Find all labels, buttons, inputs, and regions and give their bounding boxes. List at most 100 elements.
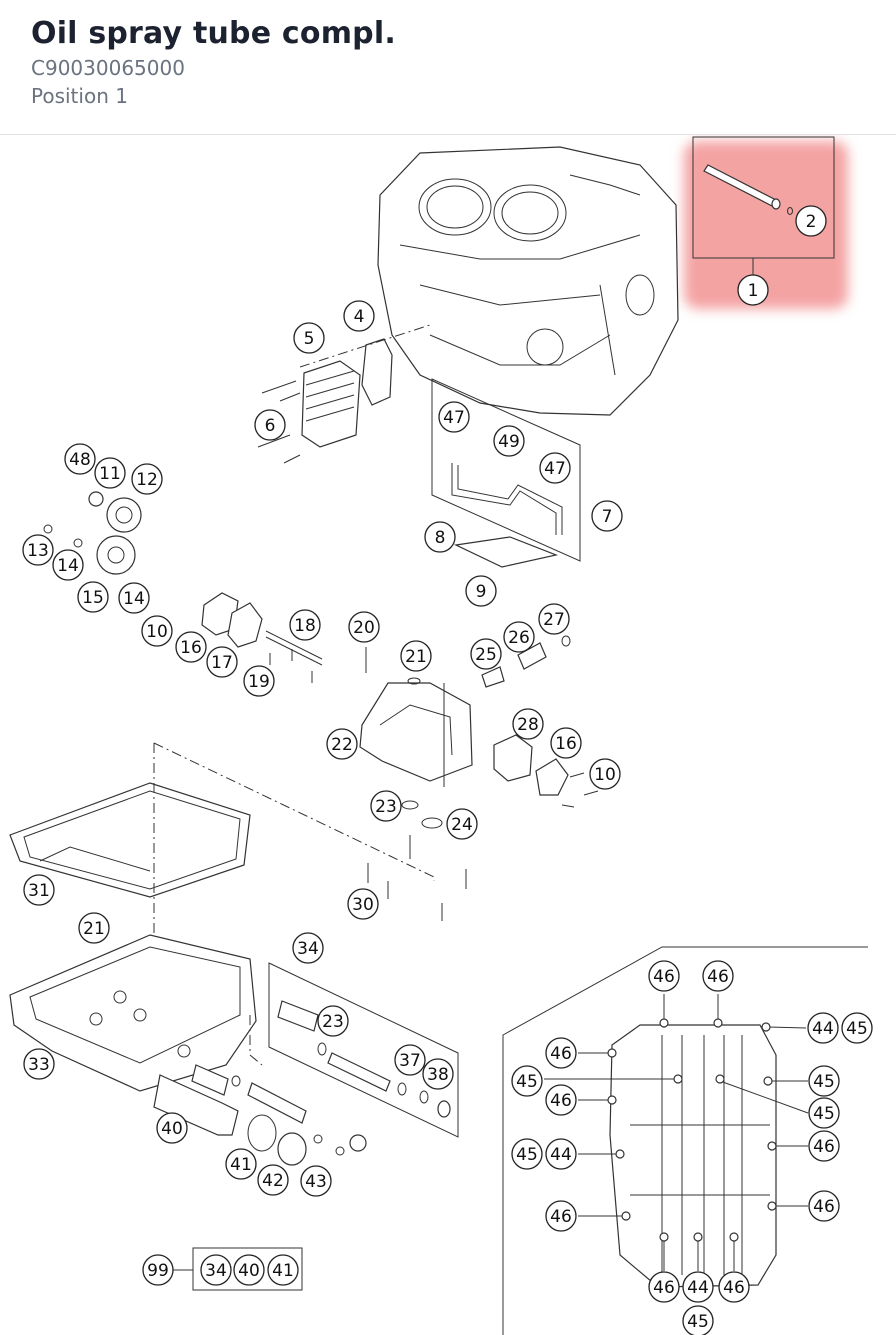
callout-c34[interactable]: 34 [292,932,324,964]
callout-c28[interactable]: 28 [512,708,544,740]
callout-label: 23 [322,1012,344,1032]
callout-d46d[interactable]: 46 [545,1084,577,1116]
callout-d44a[interactable]: 44 [807,1012,839,1044]
callout-c42[interactable]: 42 [257,1164,289,1196]
callout-d44b[interactable]: 44 [545,1138,577,1170]
position-highlight[interactable] [684,141,848,309]
callout-c26[interactable]: 26 [503,621,535,653]
callout-c25[interactable]: 25 [470,638,502,670]
callout-d46h[interactable]: 46 [648,1271,680,1303]
callout-c41[interactable]: 41 [225,1148,257,1180]
callout-c8[interactable]: 8 [424,521,456,553]
callout-c49[interactable]: 49 [493,425,525,457]
callout-c12[interactable]: 12 [131,463,163,495]
oil-spray-tube-group[interactable] [692,136,835,275]
callout-d46e[interactable]: 46 [808,1130,840,1162]
callout-label: 44 [687,1278,709,1298]
callout-c23b[interactable]: 23 [317,1005,349,1037]
callout-label: 20 [353,618,375,638]
callout-label: 45 [516,1145,538,1165]
callout-label: 38 [427,1065,449,1085]
callout-label: 26 [508,628,530,648]
oil-pump-gears-drawing [43,491,142,575]
callout-label: 17 [211,653,233,673]
oil-pump-drawing [201,592,323,683]
callout-c15[interactable]: 15 [77,581,109,613]
callout-c2[interactable]: 2 [795,205,827,237]
callout-c99[interactable]: 99 [142,1254,174,1286]
callout-circle [22,534,54,566]
callout-c21a[interactable]: 21 [400,640,432,672]
callout-c37[interactable]: 37 [394,1044,426,1076]
callout-d45d[interactable]: 45 [808,1097,840,1129]
callout-d46f[interactable]: 46 [545,1200,577,1232]
callout-c43[interactable]: 43 [300,1165,332,1197]
callout-c27[interactable]: 27 [538,603,570,635]
callout-c48[interactable]: 48 [64,443,96,475]
callout-c19[interactable]: 19 [243,665,275,697]
callout-label: 46 [653,1278,675,1298]
callout-c22[interactable]: 22 [326,728,358,760]
callout-c11[interactable]: 11 [94,457,126,489]
callout-c47b[interactable]: 47 [539,452,571,484]
callout-circle [422,1058,454,1090]
callout-c16a[interactable]: 16 [175,631,207,663]
callout-k34[interactable]: 34 [200,1254,232,1286]
callout-label: 30 [352,895,374,915]
callout-circle [200,1254,232,1286]
callout-c18[interactable]: 18 [289,609,321,641]
callout-c30[interactable]: 30 [347,888,379,920]
callout-d45a[interactable]: 45 [841,1012,873,1044]
callout-circle [841,1012,873,1044]
callout-c33[interactable]: 33 [23,1048,55,1080]
callout-c17[interactable]: 17 [206,646,238,678]
callout-c21b[interactable]: 21 [78,912,110,944]
callout-d45b[interactable]: 45 [511,1065,543,1097]
callout-d46a[interactable]: 46 [648,960,680,992]
callout-c9[interactable]: 9 [465,575,497,607]
callout-label: 1 [748,281,759,301]
callout-c20[interactable]: 20 [348,611,380,643]
callout-label: 45 [687,1312,709,1332]
callout-circle [370,790,402,822]
callout-c16b[interactable]: 16 [550,727,582,759]
callout-c13[interactable]: 13 [22,534,54,566]
callout-c38[interactable]: 38 [422,1058,454,1090]
callout-d46g[interactable]: 46 [808,1190,840,1222]
callout-c6[interactable]: 6 [254,409,286,441]
callout-label: 12 [136,470,158,490]
callout-d45f[interactable]: 45 [682,1305,714,1335]
callout-c47a[interactable]: 47 [438,401,470,433]
callout-label: 2 [806,212,817,232]
callout-d44c[interactable]: 44 [682,1271,714,1303]
callout-k41[interactable]: 41 [267,1254,299,1286]
callout-d46i[interactable]: 46 [718,1271,750,1303]
callout-d45e[interactable]: 45 [511,1138,543,1170]
callout-circle [470,638,502,670]
callout-label: 24 [451,815,473,835]
callout-c31[interactable]: 31 [23,874,55,906]
callout-c24[interactable]: 24 [446,808,478,840]
callout-k40[interactable]: 40 [233,1254,265,1286]
callout-c40[interactable]: 40 [156,1112,188,1144]
callout-c14b[interactable]: 14 [118,582,150,614]
callout-c1[interactable]: 1 [737,274,769,306]
callout-c7[interactable]: 7 [591,500,623,532]
callout-c10b[interactable]: 10 [589,758,621,790]
callout-circle [511,1065,543,1097]
callout-c14a[interactable]: 14 [52,549,84,581]
callout-label: 45 [813,1104,835,1124]
callout-c4[interactable]: 4 [343,300,375,332]
callout-c10a[interactable]: 10 [141,615,173,647]
callout-d46b[interactable]: 46 [702,960,734,992]
callout-label: 41 [230,1155,252,1175]
callout-c5[interactable]: 5 [293,322,325,354]
callout-d46c[interactable]: 46 [545,1037,577,1069]
callout-c23a[interactable]: 23 [370,790,402,822]
callout-d45c[interactable]: 45 [808,1065,840,1097]
callout-circle [141,615,173,647]
callout-label: 40 [161,1119,183,1139]
callout-circle [446,808,478,840]
callout-label: 14 [57,556,79,576]
callout-label: 10 [146,622,168,642]
